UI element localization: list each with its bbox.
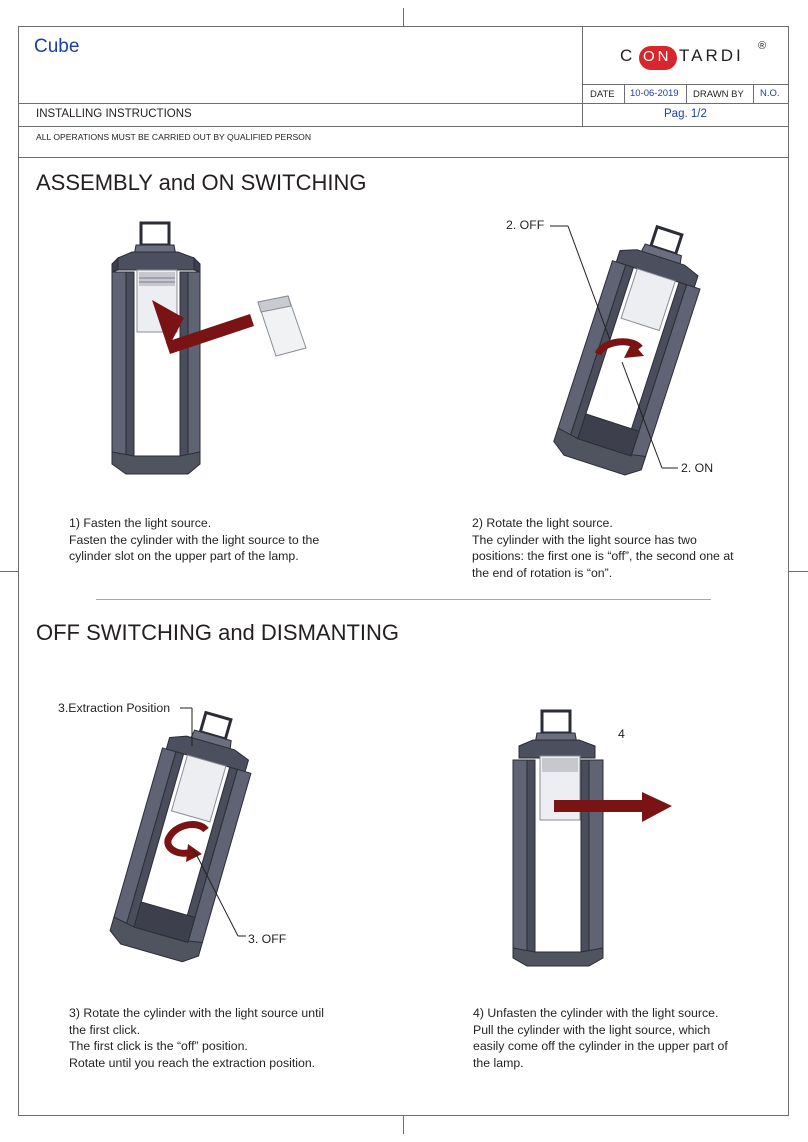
- pull-out-arrow-icon: [554, 792, 672, 822]
- drawn-by-label: DRAWN BY: [693, 89, 744, 100]
- brand-on-text: ON: [643, 48, 672, 65]
- brand-registered-mark: ®: [758, 40, 767, 52]
- caption-step-1: 1) Fasten the light source. Fasten the c…: [69, 515, 389, 565]
- caption-line: the first click.: [69, 1022, 141, 1037]
- header-divider: [582, 26, 583, 126]
- lamp-icon: [111, 221, 201, 475]
- section-divider: [96, 599, 711, 600]
- date-value: 10-06-2019: [630, 88, 679, 99]
- figure-rotate-light-source: [550, 224, 701, 476]
- meta-top-line: [582, 84, 789, 85]
- rotation-arrow-icon: [164, 821, 209, 862]
- callout-3-off: 3. OFF: [248, 932, 287, 946]
- caption-step-4: 4) Unfasten the cylinder with the light …: [473, 1005, 773, 1071]
- caption-line: 3) Rotate the cylinder with the light so…: [69, 1006, 324, 1020]
- figure-fasten-light-source: [111, 221, 307, 475]
- registration-tick-top: [403, 8, 404, 26]
- lamp-tilted-icon: [553, 224, 701, 476]
- meta-divider-3: [753, 84, 754, 103]
- figure-rotate-extraction: [109, 707, 252, 963]
- page-frame: [18, 26, 789, 1116]
- brand-logo: C ON TARDI ®: [620, 40, 770, 72]
- caption-line: Pull the cylinder with the light source,…: [473, 1022, 711, 1037]
- lamp-tilted-icon: [109, 710, 252, 963]
- caption-line: 4) Unfasten the cylinder with the light …: [473, 1006, 719, 1020]
- callout-2-on: 2. ON: [681, 461, 714, 475]
- brand-rest-text: TARDI: [679, 46, 744, 65]
- caption-step-3: 3) Rotate the cylinder with the light so…: [69, 1005, 389, 1071]
- caption-line: Fasten the cylinder with the light sourc…: [69, 532, 320, 547]
- registration-tick-right: [789, 571, 808, 572]
- brand-letter-c: C: [620, 46, 636, 65]
- caption-line: the end of rotation is “on”.: [472, 565, 613, 580]
- lamp-icon: [512, 709, 604, 967]
- product-title: Cube: [34, 36, 80, 57]
- caption-line: Rotate until you reach the extraction po…: [69, 1055, 316, 1070]
- doc-type: INSTALLING INSTRUCTIONS: [36, 108, 192, 120]
- section-title-dismanting: OFF SWITCHING and DISMANTING: [36, 620, 400, 645]
- rotation-arrow-icon: [594, 338, 644, 358]
- caption-line: The first click is the “off” position.: [69, 1039, 248, 1053]
- number-label: N.O.: [760, 88, 780, 99]
- meta-divider-1: [624, 84, 625, 103]
- registration-tick-bottom: [403, 1116, 404, 1134]
- light-source-cylinder: [257, 295, 307, 357]
- meta-divider-2: [686, 84, 687, 103]
- insert-arrow-icon: [152, 300, 254, 354]
- notice-line: [18, 157, 789, 158]
- section-title-assembly: ASSEMBLY and ON SWITCHING: [36, 170, 367, 195]
- brand-on-badge: [639, 46, 677, 70]
- caption-line: positions: the first one is “off”, the s…: [472, 549, 734, 563]
- figure-unfasten-cylinder: [512, 709, 672, 967]
- page-number: Pag. 1/2: [664, 108, 707, 120]
- registration-tick-left: [0, 571, 18, 572]
- caption-line: the lamp.: [473, 1055, 524, 1070]
- callout-2-off: 2. OFF: [506, 218, 545, 232]
- caption-line: cylinder slot on the upper part of the l…: [69, 549, 299, 563]
- caption-line: 1) Fasten the light source.: [69, 516, 212, 530]
- caption-line: easily come off the cylinder in the uppe…: [473, 1039, 728, 1053]
- caption-step-2: 2) Rotate the light source. The cylinder…: [472, 515, 772, 581]
- caption-line: 2) Rotate the light source.: [472, 516, 613, 530]
- callout-extraction-position: 3.Extraction Position: [58, 701, 171, 715]
- callout-4: 4: [618, 727, 625, 741]
- qualified-person-notice: ALL OPERATIONS MUST BE CARRIED OUT BY QU…: [36, 132, 312, 142]
- header-line: [18, 103, 789, 104]
- date-label: DATE: [590, 89, 615, 100]
- caption-line: The cylinder with the light source has t…: [472, 532, 697, 547]
- doctype-line: [18, 126, 789, 127]
